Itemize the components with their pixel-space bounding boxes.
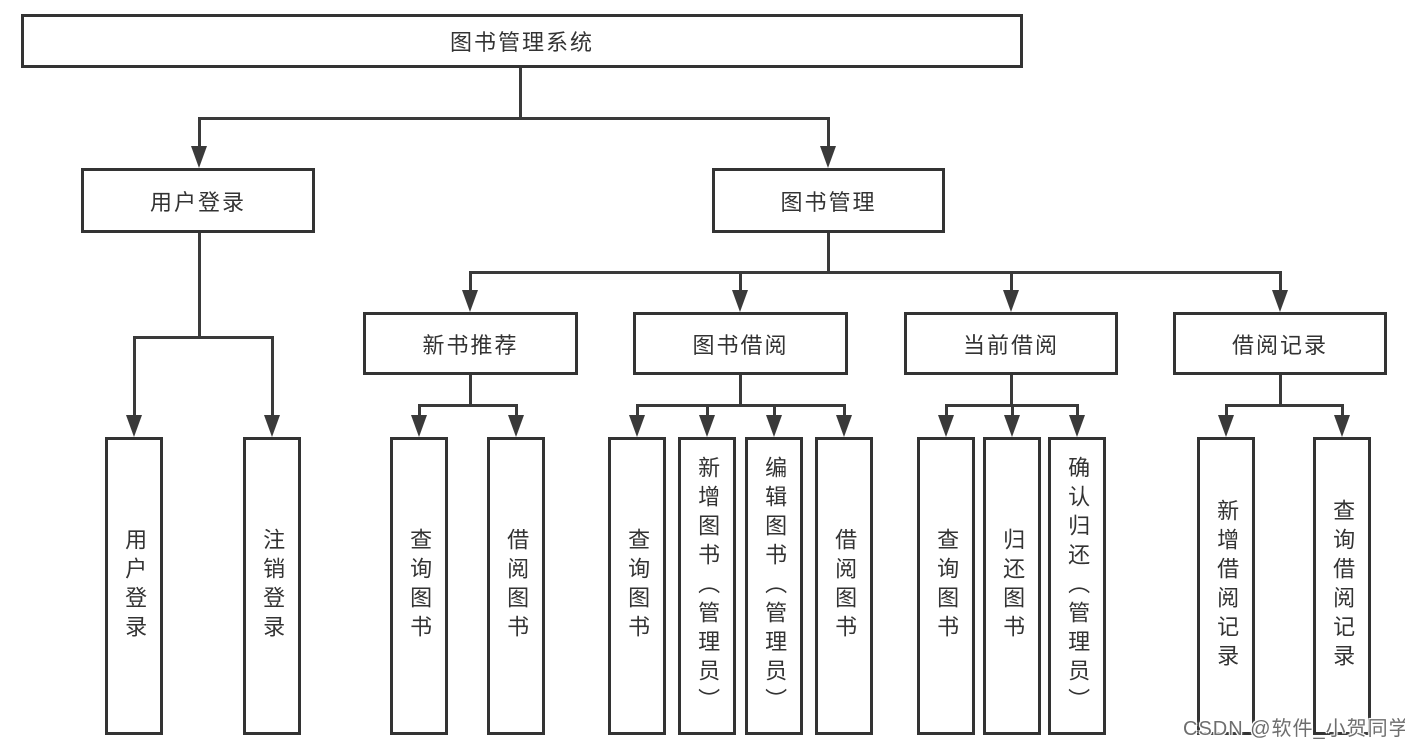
- node-leaf-logout-label: 注销登录: [260, 528, 286, 644]
- arrow-down-icon: [1069, 415, 1085, 437]
- arrow-down-icon: [629, 415, 645, 437]
- connector-drop-leaf-logout: [271, 336, 274, 417]
- node-borrow-records: 借阅记录: [1173, 312, 1387, 375]
- connector-nbr-stem: [469, 373, 472, 407]
- node-book-borrowing-label: 图书借阅: [692, 332, 789, 358]
- connector-cb-stem: [1010, 373, 1013, 407]
- node-leaf-br-query-record: 查询借阅记录: [1313, 437, 1371, 735]
- node-leaf-br-add-record-label: 新增借阅记录: [1214, 499, 1240, 673]
- arrow-down-icon: [699, 415, 715, 437]
- connector-drop-book-borrow: [739, 271, 742, 292]
- node-book-borrowing: 图书借阅: [633, 312, 848, 375]
- node-leaf-logout: 注销登录: [243, 437, 301, 735]
- connector-drop: [1341, 404, 1344, 417]
- connector-drop: [515, 404, 518, 417]
- connector-br-stem: [1279, 373, 1282, 407]
- node-user-login: 用户登录: [81, 168, 315, 233]
- node-leaf-nbr-borrow-book: 借阅图书: [487, 437, 545, 735]
- connector-drop: [773, 404, 776, 417]
- connector-br-bar: [1226, 404, 1343, 407]
- arrow-down-icon: [836, 415, 852, 437]
- node-leaf-br-add-record: 新增借阅记录: [1197, 437, 1255, 735]
- node-leaf-bb-add-book-label: 新增图书（管理员）: [695, 455, 721, 717]
- arrow-down-icon: [732, 290, 748, 312]
- connector-drop: [945, 404, 948, 417]
- node-current-borrowing-label: 当前借阅: [962, 332, 1059, 358]
- connector-drop-borrow-records: [1279, 271, 1282, 292]
- node-book-management: 图书管理: [712, 168, 945, 233]
- connector-drop: [843, 404, 846, 417]
- arrow-down-icon: [938, 415, 954, 437]
- connector-drop: [706, 404, 709, 417]
- node-leaf-bb-borrow-book-label: 借阅图书: [832, 528, 858, 644]
- node-leaf-cb-confirm-return: 确认归还（管理员）: [1048, 437, 1106, 735]
- connector-drop-book-management: [827, 117, 830, 148]
- connector-drop: [1011, 404, 1014, 417]
- connector-user-login-stem: [198, 231, 201, 338]
- arrow-down-icon: [766, 415, 782, 437]
- node-leaf-nbr-query-book-label: 查询图书: [407, 528, 433, 644]
- node-leaf-bb-query-book-label: 查询图书: [625, 528, 651, 644]
- arrow-down-icon: [820, 146, 836, 168]
- node-leaf-cb-confirm-return-label: 确认归还（管理员）: [1065, 455, 1091, 717]
- arrow-down-icon: [191, 146, 207, 168]
- node-leaf-nbr-borrow-book-label: 借阅图书: [504, 528, 530, 644]
- connector-drop: [418, 404, 421, 417]
- connector-bb-stem: [739, 373, 742, 407]
- arrow-down-icon: [1218, 415, 1234, 437]
- node-leaf-cb-query-book: 查询图书: [917, 437, 975, 735]
- node-root: 图书管理系统: [21, 14, 1023, 68]
- connector-drop-current-borrow: [1010, 271, 1013, 292]
- node-leaf-user-login-label: 用户登录: [122, 528, 148, 644]
- arrow-down-icon: [264, 415, 280, 437]
- connector-drop-leaf-login: [133, 336, 136, 417]
- node-leaf-bb-edit-book: 编辑图书（管理员）: [745, 437, 803, 735]
- node-leaf-cb-return-book-label: 归还图书: [1000, 528, 1026, 644]
- connector-drop: [1225, 404, 1228, 417]
- node-root-label: 图书管理系统: [449, 30, 594, 55]
- connector-root-bar: [198, 117, 830, 120]
- node-leaf-br-query-record-label: 查询借阅记录: [1330, 499, 1356, 673]
- connector-nbr-bar: [419, 404, 517, 407]
- node-leaf-bb-edit-book-label: 编辑图书（管理员）: [762, 455, 788, 717]
- connector-user-login-bar: [133, 336, 274, 339]
- node-leaf-cb-query-book-label: 查询图书: [934, 528, 960, 644]
- arrow-down-icon: [462, 290, 478, 312]
- node-leaf-bb-add-book: 新增图书（管理员）: [678, 437, 736, 735]
- node-new-book-recommend: 新书推荐: [363, 312, 578, 375]
- arrow-down-icon: [1334, 415, 1350, 437]
- connector-drop: [1076, 404, 1079, 417]
- node-user-login-label: 用户登录: [149, 189, 246, 215]
- arrow-down-icon: [508, 415, 524, 437]
- node-leaf-user-login: 用户登录: [105, 437, 163, 735]
- connector-drop-user-login: [198, 117, 201, 148]
- arrow-down-icon: [126, 415, 142, 437]
- node-new-book-recommend-label: 新书推荐: [422, 332, 519, 358]
- node-leaf-bb-borrow-book: 借阅图书: [815, 437, 873, 735]
- arrow-down-icon: [1272, 290, 1288, 312]
- arrow-down-icon: [1004, 415, 1020, 437]
- connector-root-stem: [519, 66, 522, 119]
- connector-book-mgmt-stem: [827, 231, 830, 273]
- node-leaf-cb-return-book: 归还图书: [983, 437, 1041, 735]
- node-leaf-bb-query-book: 查询图书: [608, 437, 666, 735]
- node-current-borrowing: 当前借阅: [904, 312, 1118, 375]
- arrow-down-icon: [1003, 290, 1019, 312]
- connector-drop: [636, 404, 639, 417]
- connector-drop-new-book-rec: [469, 271, 472, 292]
- node-borrow-records-label: 借阅记录: [1231, 332, 1328, 358]
- node-leaf-nbr-query-book: 查询图书: [390, 437, 448, 735]
- watermark-text: CSDN @软件_小贺同学: [1183, 718, 1405, 740]
- node-book-management-label: 图书管理: [780, 189, 877, 215]
- connector-bb-bar: [637, 404, 846, 407]
- arrow-down-icon: [411, 415, 427, 437]
- connector-book-mgmt-bar: [469, 271, 1281, 274]
